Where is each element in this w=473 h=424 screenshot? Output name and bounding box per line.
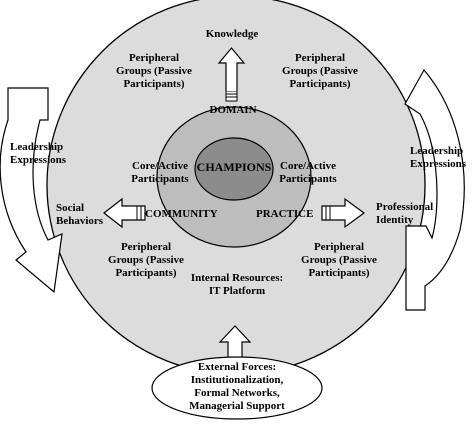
peripheral-bottom-right: Peripheral Groups (Passive Participants) [301, 241, 377, 279]
right-leadership-label: Leadership Expressions [410, 145, 467, 170]
champions-label: CHAMPIONS [196, 160, 272, 174]
peripheral-top-left: Peripheral Groups (Passive Participants) [116, 52, 192, 90]
peripheral-bottom-left: Peripheral Groups (Passive Participants) [108, 241, 184, 279]
peripheral-top-right: Peripheral Groups (Passive Participants) [282, 52, 358, 90]
left-leadership-curved-arrow [0, 87, 63, 294]
external-forces-ellipse [151, 356, 323, 420]
external-forces-up-arrow [218, 325, 252, 360]
knowledge-up-arrow [217, 47, 246, 102]
professional-identity-label: Professional Identity [376, 201, 434, 226]
left-leadership-label: Leadership Expressions [10, 141, 67, 166]
domain-label: DOMAIN [209, 104, 257, 116]
champions-ellipse [194, 137, 274, 201]
practice-label: PRACTICE [256, 208, 314, 220]
external-forces-label: External Forces: Institutionalization, F… [189, 361, 285, 412]
social-behaviors-left-arrow [103, 197, 146, 229]
knowledge-label: Knowledge [205, 28, 259, 40]
community-label: COMMUNITY [145, 208, 218, 220]
social-behaviors-label: Social Behaviors [56, 202, 104, 227]
right-leadership-curved-arrow [404, 68, 465, 311]
core-active-right: Core/Active Participants [279, 160, 337, 185]
professional-identity-right-arrow [321, 197, 366, 229]
internal-resources-label: Internal Resources: IT Platform [190, 272, 284, 297]
core-active-left: Core/Active Participants [131, 160, 189, 185]
